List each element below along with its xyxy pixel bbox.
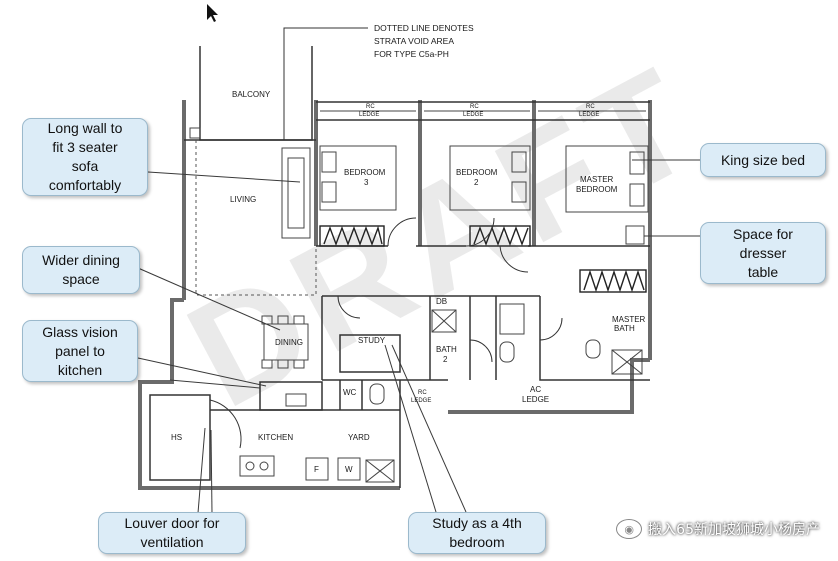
rc-ledge-1-line2: LEDGE: [359, 112, 379, 118]
rc-ledge-2-line2: LEDGE: [463, 112, 483, 118]
wechat-icon: ◉: [616, 519, 643, 539]
master-bed: [565, 145, 649, 213]
room-master-bedroom-line1: MASTER: [580, 175, 614, 184]
callout-dresser: Space for dresser table: [700, 222, 826, 284]
callout-louver-door-text: Louver door for ventilation: [124, 515, 220, 550]
callout-louver-door: Louver door for ventilation: [98, 512, 246, 554]
room-master-bath-line2: BATH: [614, 324, 635, 333]
ac-ledge-line2: LEDGE: [522, 395, 549, 404]
room-bedroom3-line2: 3: [364, 178, 369, 187]
room-master-bedroom-line2: BEDROOM: [576, 185, 618, 194]
dresser-space: [625, 225, 645, 245]
brand-text: 搬入65新加坡狮城小杨房产: [648, 522, 820, 538]
wardrobes: [319, 225, 647, 293]
callout-king-bed: King size bed: [700, 143, 826, 177]
room-hs: HS: [171, 433, 182, 442]
callout-long-wall-text: Long wall to fit 3 seater sofa comfortab…: [47, 120, 123, 193]
living-sofa: [281, 147, 311, 239]
plan-note-line3: FOR TYPE C5a-PH: [374, 49, 449, 59]
callout-wider-dining: Wider dining space: [22, 246, 140, 294]
callout-study-bedroom: Study as a 4th bedroom: [408, 512, 546, 554]
room-kitchen: KITCHEN: [258, 433, 293, 442]
callout-glass-panel: Glass vision panel to kitchen: [22, 320, 138, 382]
callout-king-bed-text: King size bed: [720, 151, 806, 168]
rc-ledge-1-line1: RC: [366, 104, 375, 110]
interior-walls: [149, 46, 650, 488]
washer-label: W: [345, 465, 353, 474]
bedroom2-bed: [449, 145, 531, 211]
room-living: LIVING: [230, 195, 256, 204]
callout-wider-dining-text: Wider dining space: [42, 252, 120, 287]
room-bath2-line2: 2: [443, 355, 448, 364]
room-balcony: BALCONY: [232, 90, 271, 99]
room-bedroom3-line1: BEDROOM: [344, 168, 386, 177]
note-leader: [283, 27, 368, 140]
room-yard: YARD: [348, 433, 370, 442]
fridge-label: F: [314, 465, 319, 474]
callout-leaders: [137, 159, 700, 514]
room-wc: WC: [343, 388, 357, 397]
plan-note-line2: STRATA VOID AREA: [374, 36, 454, 46]
callout-study-bedroom-text: Study as a 4th bedroom: [432, 515, 522, 550]
exterior-walls: [138, 100, 652, 490]
rc-ledge-3-line2: LEDGE: [579, 112, 599, 118]
mouse-cursor-icon: [207, 4, 218, 22]
room-master-bath-line1: MASTER: [612, 315, 646, 324]
room-bedroom2-line1: BEDROOM: [456, 168, 498, 177]
bedroom3-bed: [319, 145, 397, 211]
room-dining: DINING: [275, 338, 303, 347]
strata-void-line: [195, 140, 317, 296]
callout-glass-panel-text: Glass vision panel to kitchen: [42, 323, 118, 378]
ac-ledge-line1: AC: [530, 385, 541, 394]
room-db: DB: [436, 297, 447, 306]
rc-ledge-4-line1: RC: [418, 390, 427, 396]
plan-note-line1: DOTTED LINE DENOTES: [374, 23, 474, 33]
room-bedroom2-line2: 2: [474, 178, 479, 187]
dining-table: [261, 315, 309, 369]
rc-ledge-4-line2: LEDGE: [411, 398, 431, 404]
rc-ledge-3-line1: RC: [586, 104, 595, 110]
callout-dresser-text: Space for dresser table: [733, 225, 793, 280]
room-study: STUDY: [358, 336, 386, 345]
rc-ledge-2-line1: RC: [470, 104, 479, 110]
room-bath2-line1: BATH: [436, 345, 457, 354]
callout-long-wall: Long wall to fit 3 seater sofa comfortab…: [22, 118, 148, 196]
brand-overlay: ◉ 搬入65新加坡狮城小杨房产: [616, 519, 820, 539]
